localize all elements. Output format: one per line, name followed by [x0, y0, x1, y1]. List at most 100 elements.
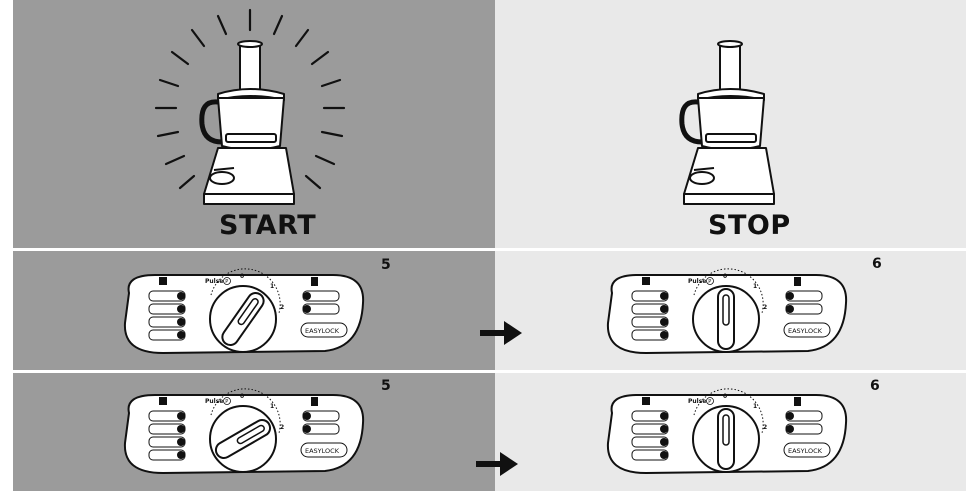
speed-0-label: 0 — [240, 273, 244, 280]
motion-ray — [156, 130, 180, 138]
speed-badge — [660, 305, 668, 313]
jug-icon — [642, 277, 650, 285]
step-number: 6 — [872, 256, 882, 272]
speed-badge — [660, 425, 668, 433]
speed-0-label: 0 — [723, 393, 727, 400]
speed-badge — [786, 412, 794, 420]
motion-ray — [310, 50, 330, 66]
motion-ray — [314, 154, 336, 166]
speed-badge — [660, 331, 668, 339]
jug-icon — [642, 397, 650, 405]
pulse-symbol-text: P — [225, 279, 228, 285]
easylock-badge — [783, 442, 831, 458]
knob-handle — [221, 291, 265, 347]
speed-1-label: 1 — [753, 403, 757, 410]
speed-2-label: 2 — [280, 424, 284, 431]
motion-ray — [294, 28, 310, 48]
step-number: 6 — [870, 378, 880, 394]
speed-badge — [660, 438, 668, 446]
easylock-text: EASYLOCK — [788, 447, 823, 455]
speed-arc — [210, 388, 281, 434]
speed-badge — [660, 318, 668, 326]
motion-ray — [304, 174, 322, 190]
blender-icon — [794, 397, 801, 406]
speed-2-label: 2 — [763, 424, 767, 431]
speed-badge — [177, 305, 185, 313]
food-processor-running-illustration — [154, 8, 346, 205]
speed-arc — [693, 268, 764, 314]
pulse-label: Pulse — [688, 278, 706, 285]
speed-1-label: 1 — [270, 283, 274, 290]
speed-badge — [303, 305, 311, 313]
motion-ray — [216, 14, 228, 36]
easylock-badge — [783, 322, 831, 338]
stop-label: STOP — [708, 210, 791, 241]
speed-badge — [303, 412, 311, 420]
easylock-text: EASYLOCK — [305, 327, 340, 335]
motion-ray — [190, 28, 206, 48]
speed-0-label: 0 — [723, 273, 727, 280]
knob-handle — [717, 288, 735, 350]
speed-badge — [177, 425, 185, 433]
easylock-badge — [300, 322, 348, 338]
speed-badge — [786, 425, 794, 433]
pulse-symbol — [223, 277, 231, 285]
pulse-label: Pulse — [205, 278, 223, 285]
right-arrow-icon — [476, 452, 518, 476]
pulse-symbol-text: P — [708, 399, 711, 405]
pulse-label: Pulse — [205, 398, 223, 405]
pulse-symbol — [706, 277, 714, 285]
knob-handle — [717, 408, 735, 470]
speed-badge — [177, 438, 185, 446]
jug-icon — [159, 397, 167, 405]
motion-ray — [178, 174, 196, 190]
speed-badge — [177, 318, 185, 326]
easylock-badge — [300, 442, 348, 458]
start-label: START — [219, 210, 317, 241]
speed-badge — [786, 305, 794, 313]
speed-badge — [660, 412, 668, 420]
easylock-text: EASYLOCK — [305, 447, 340, 455]
blender-icon — [311, 277, 318, 286]
pulse-label: Pulse — [688, 398, 706, 405]
motion-ray — [170, 50, 190, 66]
speed-1-label: 1 — [270, 403, 274, 410]
motion-ray — [272, 14, 284, 36]
step-number: 5 — [381, 378, 391, 394]
speed-badge — [177, 412, 185, 420]
step-number: 5 — [381, 257, 391, 273]
speed-badge — [786, 292, 794, 300]
motion-ray — [158, 78, 180, 88]
speed-0-label: 0 — [240, 393, 244, 400]
speed-arc — [210, 268, 281, 314]
speed-badge — [177, 331, 185, 339]
pulse-symbol-text: P — [708, 279, 711, 285]
jug-icon — [159, 277, 167, 285]
motion-ray — [164, 154, 186, 166]
speed-1-label: 1 — [753, 283, 757, 290]
speed-badge — [660, 292, 668, 300]
knob-handle — [214, 419, 272, 459]
blender-icon — [794, 277, 801, 286]
right-arrow-icon — [480, 321, 522, 345]
speed-badge — [177, 451, 185, 459]
pulse-symbol-text: P — [225, 399, 228, 405]
motion-ray — [320, 130, 344, 138]
motion-ray — [320, 78, 342, 88]
food-processor-stopped-illustration — [679, 40, 775, 205]
speed-badge — [660, 451, 668, 459]
easylock-text: EASYLOCK — [788, 327, 823, 335]
speed-badge — [303, 425, 311, 433]
speed-2-label: 2 — [763, 304, 767, 311]
speed-badge — [303, 292, 311, 300]
pulse-symbol — [223, 397, 231, 405]
speed-2-label: 2 — [280, 304, 284, 311]
